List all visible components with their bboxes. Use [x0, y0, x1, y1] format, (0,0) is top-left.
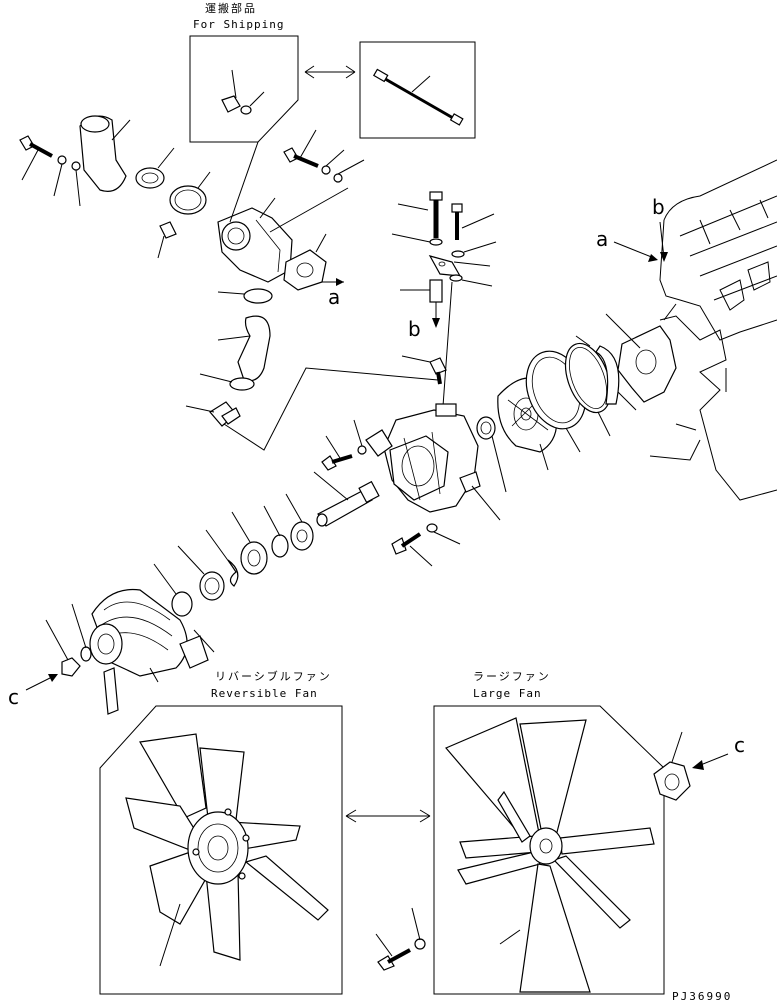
callout-b-right: b — [652, 195, 665, 219]
reversible-fan-label-en: Reversible Fan — [211, 687, 318, 700]
drawing-code: PJ36990 — [672, 990, 732, 1003]
thermostat-housing-group: a — [19, 115, 365, 309]
alternate-arrow-bottom — [345, 809, 431, 823]
large-fan-box: ラージファン Large Fan — [375, 670, 665, 995]
reversible-fan-label-jp: リバーシブルファン — [215, 669, 332, 683]
reversible-fan-box: リバーシブルファン Reversible Fan — [99, 669, 343, 995]
pump-mounting-bolts: b — [391, 191, 497, 421]
callout-b-left: b — [408, 317, 421, 341]
large-fan-label-jp: ラージファン — [473, 670, 551, 683]
shipping-label-jp: 運搬部品 — [205, 1, 257, 15]
callout-c-left: c — [8, 685, 19, 709]
shipping-rod-box — [359, 41, 476, 139]
pump-side-bolt — [321, 419, 461, 567]
shaft-and-bearing-group — [153, 471, 380, 617]
shipping-label-en: For Shipping — [193, 18, 284, 31]
callout-c-right: c — [734, 733, 745, 757]
callout-a-right: a — [596, 227, 608, 251]
callout-a-left: a — [328, 285, 340, 309]
shipping-kit-box: 運搬部品 For Shipping — [189, 1, 299, 143]
fan-pulley: c — [8, 588, 215, 715]
alternate-arrow-top — [304, 65, 356, 79]
large-fan-label-en: Large Fan — [473, 687, 542, 700]
fan-spacer: c — [653, 731, 745, 801]
water-pump-body — [365, 335, 637, 521]
bypass-hose-group — [185, 288, 273, 427]
engine-block-outline: b a — [596, 159, 777, 501]
